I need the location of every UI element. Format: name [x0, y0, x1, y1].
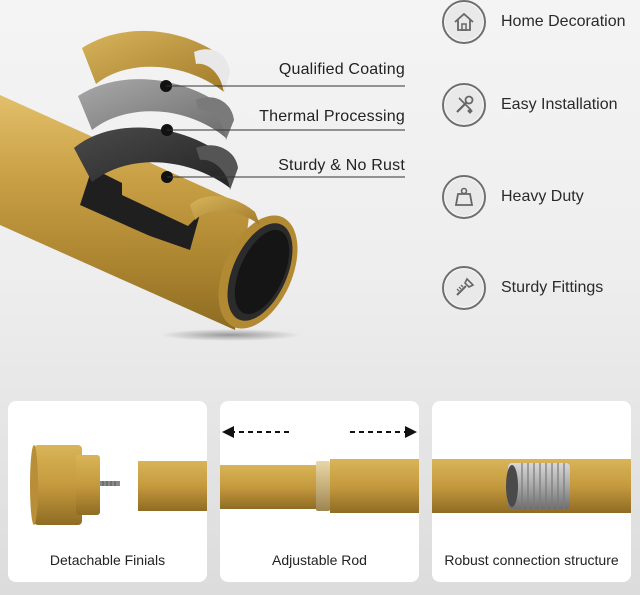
- card-robust-connection: Robust connection structure: [432, 401, 631, 582]
- weight-icon: [442, 175, 486, 219]
- screw-icon: [442, 266, 486, 310]
- connection-illustration: [432, 459, 631, 513]
- house-icon: [442, 0, 486, 44]
- feature-easy-installation: Easy Installation: [442, 83, 618, 127]
- card-caption: Detachable Finials: [49, 552, 166, 568]
- rod-cutaway-illustration: [0, 30, 405, 341]
- card-adjustable-rod: Adjustable Rod: [220, 401, 419, 582]
- feature-label: Sturdy Fittings: [501, 279, 604, 296]
- feature-label: Heavy Duty: [501, 188, 584, 205]
- layer-label-thermal: Thermal Processing: [259, 108, 405, 125]
- wrench-screwdriver-icon: [442, 83, 486, 127]
- feature-label: Easy Installation: [501, 96, 618, 113]
- feature-home-decoration: Home Decoration: [442, 0, 626, 44]
- feature-sturdy-fittings: Sturdy Fittings: [442, 266, 603, 310]
- layer-label-coating: Qualified Coating: [278, 61, 405, 78]
- feature-label: Home Decoration: [501, 13, 626, 30]
- card-caption: Adjustable Rod: [272, 552, 367, 568]
- card-detachable-finials: Detachable Finials: [8, 401, 207, 582]
- card-caption: Robust connection structure: [444, 552, 619, 568]
- feature-heavy-duty: Heavy Duty: [442, 175, 584, 219]
- finial-illustration: [30, 445, 207, 525]
- adjustable-rod-illustration: [220, 426, 419, 513]
- layer-label-rust: Sturdy & No Rust: [278, 157, 405, 174]
